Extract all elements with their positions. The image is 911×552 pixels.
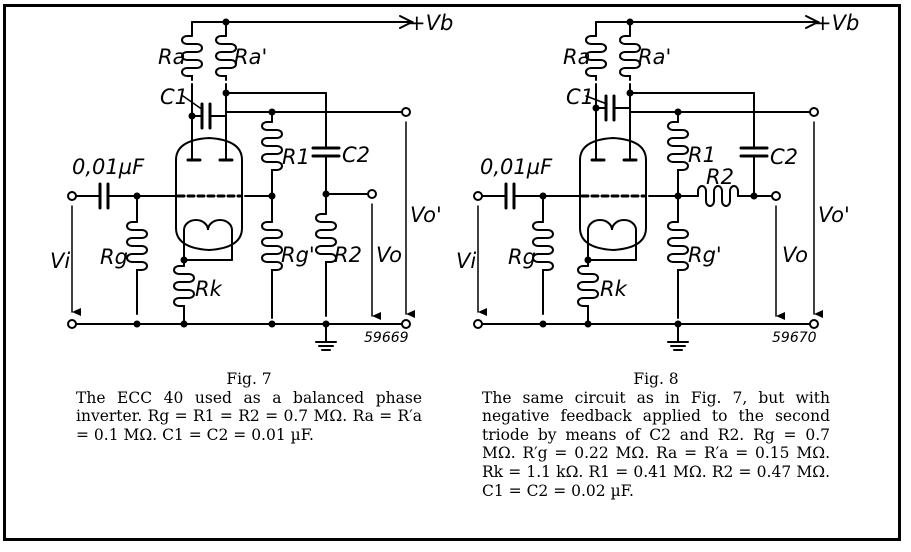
label-vo-prime: Vo' [410, 203, 442, 227]
resistor-r2 [697, 185, 755, 207]
label-rg: Rg [508, 245, 536, 269]
cathodes [587, 219, 637, 231]
figure-7-title: Fig. 7 [226, 370, 272, 388]
triode-envelope [579, 136, 647, 252]
figure-8-labels: Ra Ra' +Vb C1 C2 R1 R2 Rg Rg' Rk 0,01µF … [456, 11, 859, 346]
label-rg: Rg [100, 245, 128, 269]
figure-8-caption-text: The same circuit as in Fig. 7, but with … [482, 388, 830, 500]
label-rg-prime: Rg' [281, 243, 315, 267]
label-vi: Vi [456, 249, 476, 273]
resistor-r1 [667, 121, 689, 195]
figure-8-caption: Fig. 8 The same circuit as in Fig. 7, bu… [482, 370, 830, 500]
resistor-ra-prime [215, 35, 237, 81]
drawing-number: 59670 [772, 330, 817, 346]
label-r2: R2 [706, 165, 734, 189]
label-rk: Rk [600, 277, 628, 301]
label-r1: R1 [688, 143, 716, 167]
resistor-ra [585, 35, 607, 81]
resistor-rk [173, 265, 195, 325]
label-ra: Ra [158, 45, 185, 69]
figure-7-labels: Ra Ra' +Vb C1 C2 R1 R2 Rg Rg' Rk 0,01µF … [50, 11, 453, 346]
label-c2: C2 [770, 145, 798, 169]
label-cin: 0,01µF [480, 155, 553, 179]
label-r1: R1 [282, 145, 310, 169]
label-c1: C1 [566, 85, 594, 109]
label-vo: Vo [376, 243, 402, 267]
resistor-ra-prime [619, 35, 641, 81]
label-ra: Ra [563, 45, 590, 69]
label-c2: C2 [342, 143, 370, 167]
supply-arrow [399, 15, 415, 29]
figure-8-schematic [473, 15, 823, 351]
resistor-rg-prime [261, 221, 283, 319]
cathodes [183, 219, 233, 231]
figure-8-title: Fig. 8 [633, 370, 679, 388]
resistor-rg [532, 221, 554, 315]
figure-7-caption-text: The ECC 40 used as a balanced phase inve… [76, 388, 422, 444]
label-ra-prime: Ra' [234, 45, 267, 69]
label-vo: Vo [782, 243, 808, 267]
label-vi: Vi [50, 249, 70, 273]
figure-7-schematic [67, 15, 415, 351]
resistor-rk [577, 265, 599, 325]
label-vo-prime: Vo' [818, 203, 850, 227]
label-vb: +Vb [814, 11, 859, 35]
resistor-rg [126, 221, 148, 315]
label-cin: 0,01µF [72, 155, 145, 179]
page-border [3, 4, 901, 541]
label-rg-prime: Rg' [688, 243, 722, 267]
resistor-r2 [315, 213, 337, 317]
label-c1: C1 [160, 85, 188, 109]
resistor-r1 [261, 121, 283, 195]
label-rk: Rk [195, 277, 223, 301]
resistor-ra [181, 35, 203, 81]
figure-7-caption: Fig. 7 The ECC 40 used as a balanced pha… [76, 370, 422, 444]
label-vb: +Vb [408, 11, 453, 35]
triode-envelope [175, 136, 243, 252]
label-r2: R2 [334, 243, 362, 267]
label-ra-prime: Ra' [638, 45, 671, 69]
drawing-number: 59669 [364, 330, 409, 346]
resistor-rg-prime [667, 221, 689, 319]
